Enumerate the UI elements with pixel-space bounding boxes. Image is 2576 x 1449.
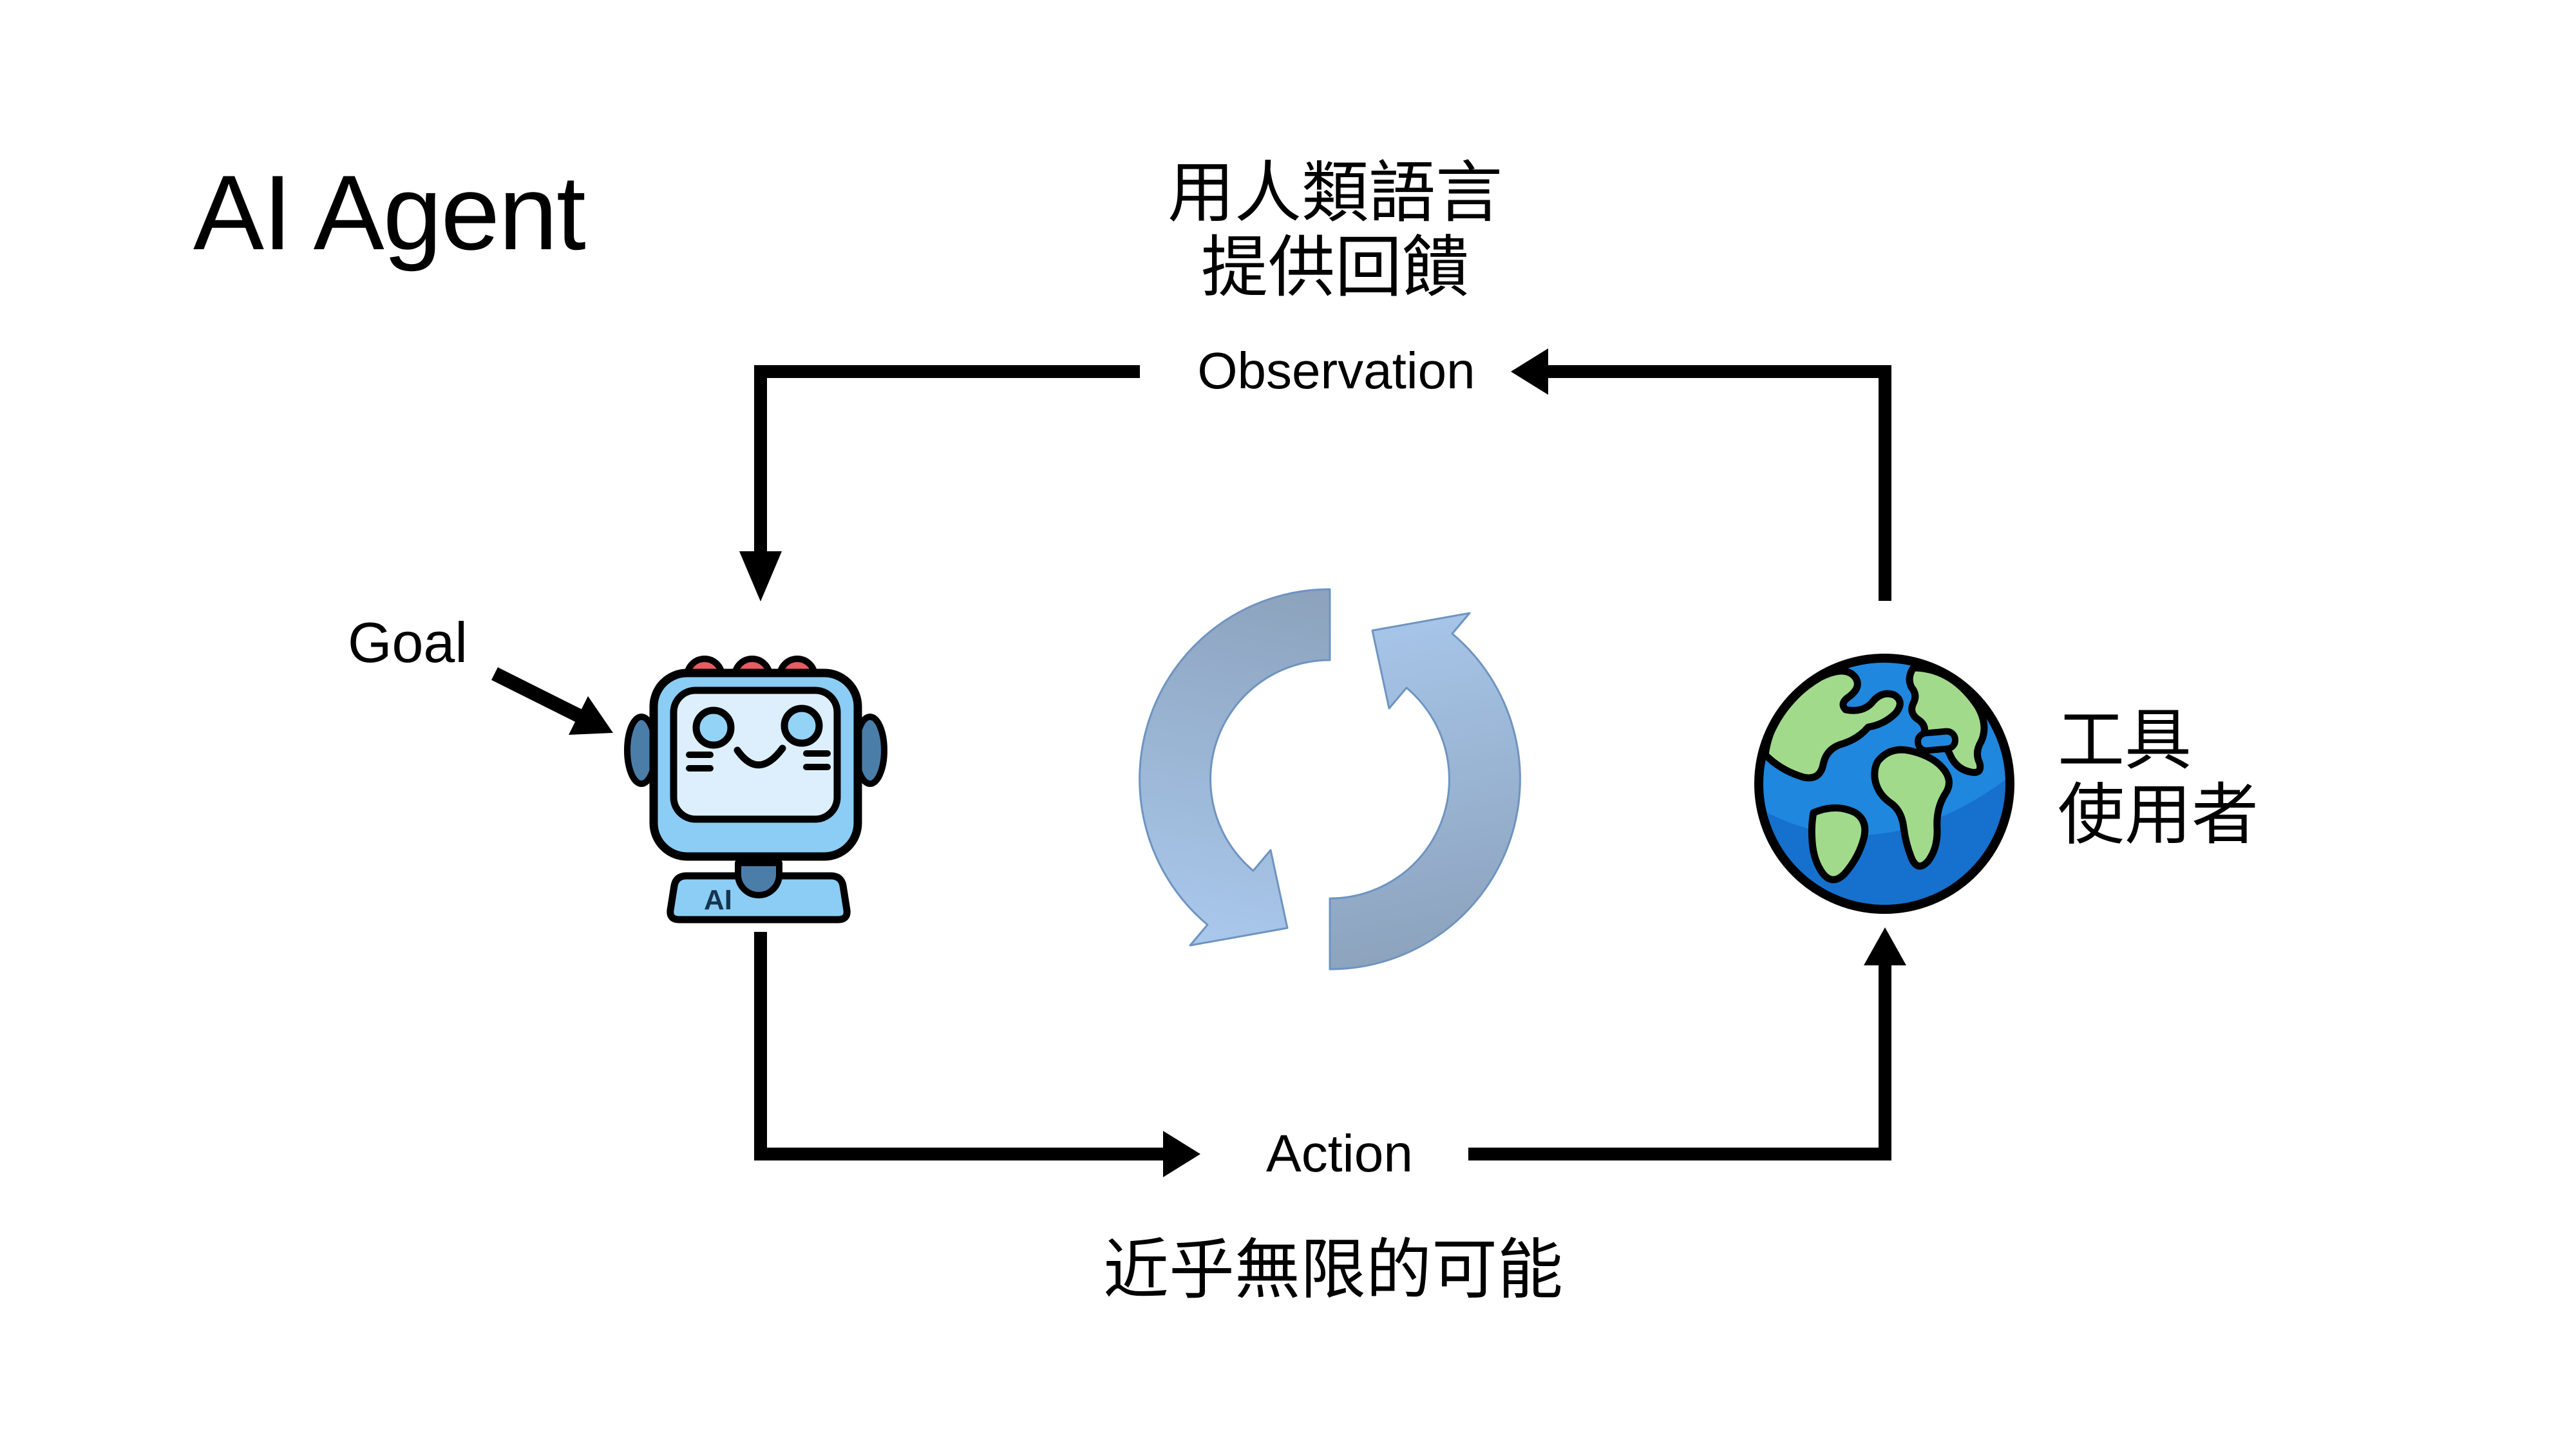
world-annotation-line2: 使用者 bbox=[2058, 778, 2259, 853]
globe-lake bbox=[1915, 728, 1959, 754]
action-annotation: 近乎無限的可能 bbox=[1103, 1233, 1563, 1307]
arrowhead-down-to-agent bbox=[739, 551, 782, 601]
action-label: Action bbox=[1266, 1124, 1413, 1183]
world-annotation: 工具 使用者 bbox=[2058, 703, 2392, 853]
observation-annotation: 用人類語言 提供回饋 bbox=[1045, 156, 1625, 306]
cycle-arrows-icon bbox=[1139, 588, 1521, 971]
observation-flow-arrow bbox=[739, 348, 1891, 601]
cycle-arrow-right bbox=[1329, 612, 1521, 971]
arrowhead-up-to-world bbox=[1864, 927, 1906, 965]
continent-bottom-left bbox=[1808, 804, 1869, 884]
robot-badge: AI bbox=[704, 884, 732, 916]
action-flow-arrow bbox=[754, 927, 1906, 1177]
observation-annotation-line1: 用人類語言 bbox=[1167, 156, 1502, 231]
world-annotation-line1: 工具 bbox=[2058, 703, 2192, 778]
arrowhead-right-action bbox=[1163, 1131, 1200, 1177]
slide-title: AI Agent bbox=[193, 153, 586, 272]
arrowhead-left-observation bbox=[1511, 348, 1548, 395]
goal-arrow bbox=[491, 667, 613, 735]
observation-annotation-line2: 提供回饋 bbox=[1200, 231, 1469, 306]
cycle-arrow-left bbox=[1139, 588, 1331, 947]
goal-label: Goal bbox=[348, 611, 468, 674]
continent-center bbox=[1871, 746, 1953, 870]
robot-icon: AI bbox=[624, 656, 887, 923]
observation-label: Observation bbox=[1197, 342, 1475, 399]
globe-icon bbox=[1754, 654, 2014, 914]
